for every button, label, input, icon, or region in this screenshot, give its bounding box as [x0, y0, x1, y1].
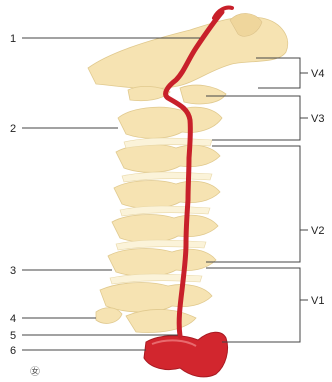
- segment-label-v4: V4: [311, 68, 324, 80]
- axis-c2: [118, 107, 222, 138]
- label-3: 3: [10, 265, 16, 277]
- cervical-vertebra-c3: [116, 138, 220, 172]
- label-4: 4: [10, 313, 16, 325]
- cervical-vertebra-c5: [112, 206, 218, 242]
- cervical-vertebra-c7: [100, 274, 212, 312]
- label-6: 6: [10, 345, 16, 357]
- bracket-v2: [206, 146, 300, 262]
- bracket-v1: [206, 268, 300, 342]
- segment-label-v3: V3: [311, 113, 324, 125]
- segment-label-v2: V2: [311, 225, 324, 237]
- segment-label-v1: V1: [311, 295, 324, 307]
- label-1: 1: [10, 33, 16, 45]
- label-5: 5: [10, 330, 16, 342]
- segment-brackets: [206, 58, 308, 342]
- bracket-v4: [256, 58, 300, 88]
- label-2: 2: [10, 123, 16, 135]
- subclavian-artery: [144, 332, 228, 377]
- skull-base: [88, 13, 288, 88]
- corner-mark: ㊛: [30, 366, 40, 378]
- cervical-vertebra-c4: [114, 172, 220, 208]
- cervical-vertebra-c6: [108, 240, 216, 276]
